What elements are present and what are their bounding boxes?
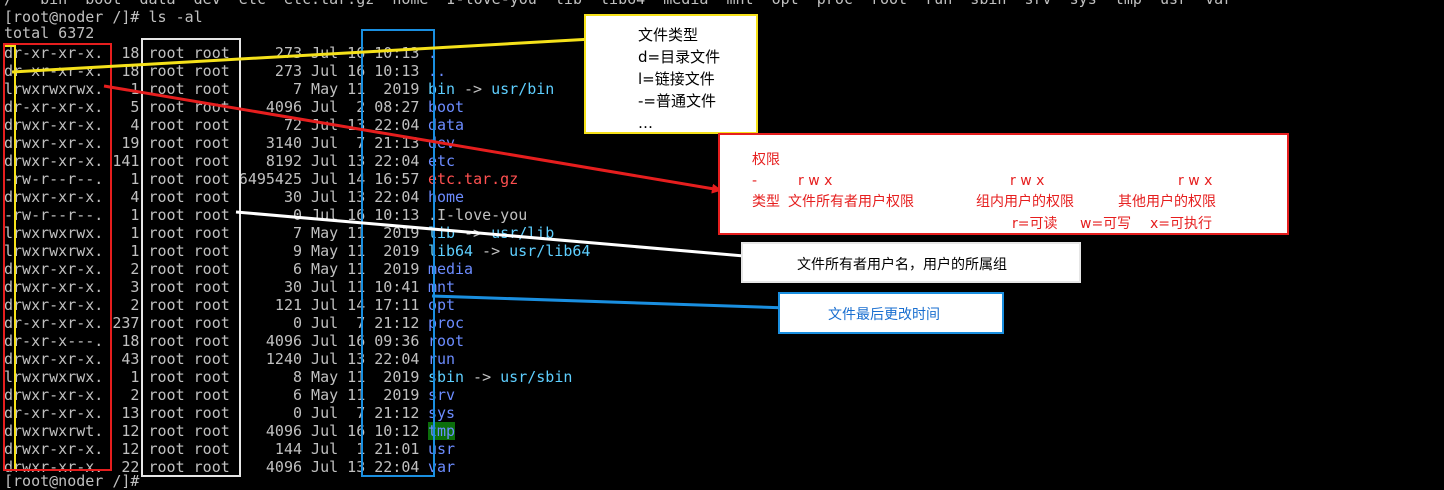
- row-metadata: dr-xr-xr-x. 237 root root 0 Jul 7 21:12: [4, 314, 429, 332]
- row-filename[interactable]: media: [427, 260, 474, 278]
- permission-rwx-other: r w x: [1178, 173, 1213, 189]
- permission-rwx-group: r w x: [1010, 173, 1045, 189]
- row-metadata: lrwxrwxrwx. 1 root root 8 May 11 2019: [4, 368, 429, 386]
- terminal-next-prompt: [root@noder /]#: [4, 472, 149, 490]
- permission-x-label: x=可执行: [1150, 216, 1213, 232]
- permission-w-label: w=可写: [1080, 216, 1132, 232]
- permission-type-label: 类型: [752, 194, 780, 210]
- row-link-target: -> usr/lib64: [473, 242, 591, 260]
- row-metadata: drwxr-xr-x. 43 root root 1240 Jul 13 22:…: [4, 350, 429, 368]
- row-metadata: drwxr-xr-x. 2 root root 6 May 11 2019: [4, 260, 429, 278]
- row-metadata: drwxr-xr-x. 2 root root 121 Jul 14 17:11: [4, 296, 429, 314]
- permission-r-label: r=可读: [1012, 216, 1058, 232]
- permission-rwx-owner: r w x: [798, 173, 833, 189]
- filetype-line-d: d=目录文件: [638, 48, 721, 66]
- row-metadata: drwxr-xr-x. 2 root root 6 May 11 2019: [4, 386, 429, 404]
- permission-group-label: 组内用户的权限: [976, 194, 1074, 210]
- terminal-prompt: [root@noder /]# ls -al: [4, 8, 203, 26]
- terminal-total: total 6372: [4, 24, 95, 42]
- row-metadata: dr-xr-x---. 18 root root 4096 Jul 16 09:…: [4, 332, 429, 350]
- row-filename[interactable]: root: [427, 332, 465, 350]
- mtime-note: 文件最后更改时间: [778, 292, 1004, 334]
- row-link-target: -> usr/lib: [455, 224, 555, 242]
- permission-column-highlight: [3, 43, 112, 471]
- row-filename[interactable]: sbin: [427, 368, 465, 386]
- filetype-line-l: l=链接文件: [638, 70, 715, 88]
- row-link-target: -> usr/sbin: [464, 368, 573, 386]
- filetype-title: 文件类型: [638, 26, 699, 44]
- mtime-text: 文件最后更改时间: [828, 307, 940, 323]
- row-filename[interactable]: etc.tar.gz: [427, 170, 519, 188]
- row-filename[interactable]: .I-love-you: [427, 206, 528, 224]
- row-link-target: -> usr/bin: [455, 80, 555, 98]
- owner-group-note: 文件所有者用户名，用户的所属组: [741, 242, 1081, 283]
- permission-other-label: 其他用户的权限: [1118, 194, 1216, 210]
- row-metadata: drwxr-xr-x. 22 root root 4096 Jul 13 22:…: [4, 458, 429, 476]
- row-filename[interactable]: proc: [427, 314, 465, 332]
- permission-note: 权限 - r w x r w x r w x 类型 文件所有者用户权限 组内用户…: [718, 133, 1289, 235]
- time-column-highlight: [361, 29, 435, 477]
- permission-owner-label: 文件所有者用户权限: [788, 194, 914, 210]
- row-metadata: drwxr-xr-x. 4 root root 30 Jul 13 22:04: [4, 188, 429, 206]
- row-filename[interactable]: home: [427, 188, 465, 206]
- filetype-note: 文件类型 d=目录文件 l=链接文件 -=普通文件 …: [584, 14, 758, 134]
- permission-title: 权限: [752, 152, 780, 168]
- owner-group-column-highlight: [141, 38, 241, 477]
- permission-dash: -: [752, 173, 758, 189]
- owner-group-text: 文件所有者用户名，用户的所属组: [797, 257, 1007, 273]
- row-metadata: drwxr-xr-x. 3 root root 30 Jul 11 10:41: [4, 278, 429, 296]
- filetype-line-more: …: [638, 114, 653, 132]
- terminal-cut-line: / bin boot data dev etc etc.tar.gz home …: [4, 0, 1232, 8]
- row-metadata: dr-xr-xr-x. 13 root root 0 Jul 7 21:12: [4, 404, 429, 422]
- filetype-line-plain: -=普通文件: [638, 92, 716, 110]
- row-metadata: drwxr-xr-x. 12 root root 144 Jul 1 21:01: [4, 440, 429, 458]
- row-metadata: drwxrwxrwt. 12 root root 4096 Jul 16 10:…: [4, 422, 429, 440]
